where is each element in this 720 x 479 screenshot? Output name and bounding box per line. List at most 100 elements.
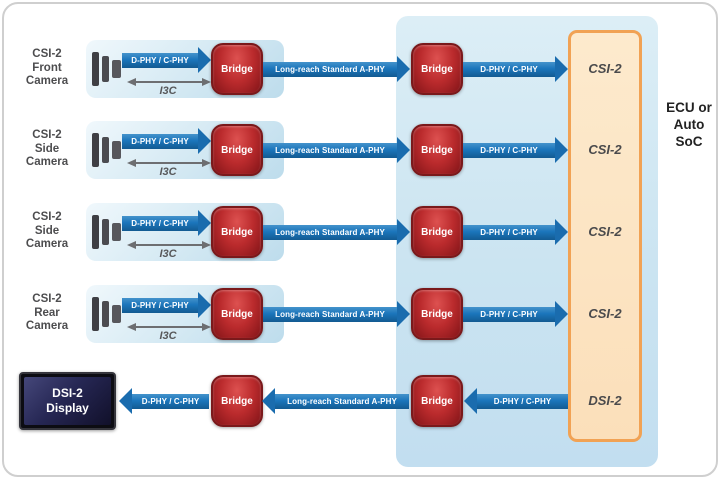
arrow-head-icon bbox=[555, 301, 568, 327]
longreach-aphy-arrow-label: Long-reach Standard A-PHY bbox=[263, 142, 397, 158]
camera-row-rear: CSI-2 Rear Camera D-PHY / C-PHY I3C Brid… bbox=[4, 4, 716, 475]
dphy-cphy-arrow: D-PHY / C-PHY bbox=[463, 219, 568, 245]
bridge-box: Bridge bbox=[411, 375, 463, 427]
row-label-line: Camera bbox=[25, 75, 69, 88]
ecu-label-line: Auto bbox=[673, 116, 705, 132]
arrow-head-icon bbox=[119, 388, 132, 414]
i3c-label: I3C bbox=[159, 330, 177, 342]
row-label-line: Side bbox=[34, 142, 60, 155]
camera-icon bbox=[92, 133, 121, 167]
display-label-line: DSI-2 bbox=[52, 386, 83, 400]
camera-row-label: CSI-2 Side Camera bbox=[8, 129, 86, 170]
dphy-cphy-arrow: D-PHY / C-PHY bbox=[122, 210, 211, 236]
dphy-cphy-arrow-label: D-PHY / C-PHY bbox=[463, 224, 555, 240]
arrow-head-icon bbox=[397, 301, 410, 327]
display-icon: DSI-2 Display bbox=[19, 372, 116, 430]
soc-port-label: DSI-2 bbox=[588, 393, 622, 408]
bridge-box: Bridge bbox=[211, 375, 263, 427]
arrow-head-icon bbox=[397, 219, 410, 245]
arrow-head-icon bbox=[198, 128, 211, 154]
longreach-aphy-arrow-label: Long-reach Standard A-PHY bbox=[263, 224, 397, 240]
dphy-cphy-arrow-label: D-PHY / C-PHY bbox=[463, 61, 555, 77]
arrow-head-icon bbox=[198, 292, 211, 318]
row-label-line: Front bbox=[32, 61, 62, 74]
dphy-cphy-arrow: D-PHY / C-PHY bbox=[122, 128, 211, 154]
arrow-head-icon bbox=[397, 137, 410, 163]
dphy-cphy-arrow: D-PHY / C-PHY bbox=[122, 47, 211, 73]
longreach-aphy-arrow-label: Long-reach Standard A-PHY bbox=[263, 306, 397, 322]
longreach-aphy-arrow-label: Long-reach Standard A-PHY bbox=[263, 61, 397, 77]
i3c-label: I3C bbox=[159, 85, 177, 97]
camera-row-label: CSI-2 Front Camera bbox=[8, 48, 86, 89]
row-label-line: CSI-2 bbox=[32, 129, 62, 141]
camera-row-label: CSI-2 Side Camera bbox=[8, 211, 86, 252]
bridge-box: Bridge bbox=[411, 43, 463, 95]
row-label-line: Rear bbox=[34, 306, 60, 319]
arrow-head-icon bbox=[555, 56, 568, 82]
camera-row-side-1: CSI-2 Side Camera D-PHY / C-PHY I3C Brid… bbox=[4, 4, 716, 475]
arrow-head-icon bbox=[555, 219, 568, 245]
ecu-soc-box bbox=[568, 30, 642, 442]
soc-port-label: CSI-2 bbox=[588, 224, 622, 239]
i3c-arrow-icon bbox=[127, 78, 211, 86]
camera-icon bbox=[92, 52, 121, 86]
i3c-arrow-icon bbox=[127, 323, 211, 331]
arrow-head-icon bbox=[397, 56, 410, 82]
display-row: DSI-2 Display D-PHY / C-PHY Bridge Long-… bbox=[4, 4, 716, 475]
row-label-line: Camera bbox=[25, 238, 69, 251]
bridge-box: Bridge bbox=[411, 206, 463, 258]
longreach-aphy-arrow: Long-reach Standard A-PHY bbox=[263, 301, 410, 327]
bridge-box: Bridge bbox=[211, 124, 263, 176]
dphy-cphy-arrow: D-PHY / C-PHY bbox=[463, 56, 568, 82]
bridge-box: Bridge bbox=[211, 206, 263, 258]
ecu-label-line: ECU or bbox=[666, 100, 712, 115]
soc-port-label: CSI-2 bbox=[588, 61, 622, 76]
i3c-arrow-icon bbox=[127, 159, 211, 167]
arrow-head-icon bbox=[464, 388, 477, 414]
longreach-aphy-arrow: Long-reach Standard A-PHY bbox=[262, 388, 409, 414]
dphy-cphy-arrow-label: D-PHY / C-PHY bbox=[122, 133, 198, 149]
dphy-cphy-arrow-label: D-PHY / C-PHY bbox=[477, 393, 568, 409]
bridge-box: Bridge bbox=[211, 288, 263, 340]
bridge-box: Bridge bbox=[211, 43, 263, 95]
dphy-cphy-arrow: D-PHY / C-PHY bbox=[122, 292, 211, 318]
row-label-line: Camera bbox=[25, 156, 69, 169]
soc-port-label: CSI-2 bbox=[588, 142, 622, 157]
ecu-label-line: SoC bbox=[675, 133, 703, 149]
dphy-cphy-arrow-label: D-PHY / C-PHY bbox=[463, 142, 555, 158]
arrow-head-icon bbox=[198, 210, 211, 236]
dphy-cphy-arrow-label: D-PHY / C-PHY bbox=[463, 306, 555, 322]
bridge-box: Bridge bbox=[411, 124, 463, 176]
row-label-line: CSI-2 bbox=[32, 48, 62, 60]
longreach-aphy-arrow: Long-reach Standard A-PHY bbox=[263, 137, 410, 163]
dphy-cphy-arrow: D-PHY / C-PHY bbox=[464, 388, 568, 414]
ecu-label: ECU or Auto SoC bbox=[658, 100, 716, 151]
arrow-head-icon bbox=[198, 47, 211, 73]
longreach-aphy-arrow: Long-reach Standard A-PHY bbox=[263, 219, 410, 245]
i3c-label: I3C bbox=[159, 166, 177, 178]
camera-row-side-2: CSI-2 Side Camera D-PHY / C-PHY I3C Brid… bbox=[4, 4, 716, 475]
camera-row-front: CSI-2 Front Camera D-PHY / C-PHY I3C Bri… bbox=[4, 4, 716, 475]
soc-port-label: CSI-2 bbox=[588, 306, 622, 321]
camera-icon bbox=[92, 297, 121, 331]
longreach-aphy-arrow-label: Long-reach Standard A-PHY bbox=[275, 393, 409, 409]
dphy-cphy-arrow-label: D-PHY / C-PHY bbox=[132, 393, 209, 409]
arrow-head-icon bbox=[262, 388, 275, 414]
arrow-head-icon bbox=[555, 137, 568, 163]
display-label-line: Display bbox=[46, 401, 89, 415]
display-screen: DSI-2 Display bbox=[24, 377, 111, 425]
camera-icon bbox=[92, 215, 121, 249]
row-label-line: CSI-2 bbox=[32, 211, 62, 223]
i3c-label: I3C bbox=[159, 248, 177, 260]
dphy-cphy-arrow: D-PHY / C-PHY bbox=[119, 388, 209, 414]
camera-row-label: CSI-2 Rear Camera bbox=[8, 293, 86, 334]
dphy-cphy-arrow: D-PHY / C-PHY bbox=[463, 137, 568, 163]
dphy-cphy-arrow-label: D-PHY / C-PHY bbox=[122, 215, 198, 231]
row-label-line: Camera bbox=[25, 320, 69, 333]
row-label-line: CSI-2 bbox=[32, 293, 62, 305]
longreach-aphy-arrow: Long-reach Standard A-PHY bbox=[263, 56, 410, 82]
row-label-line: Side bbox=[34, 224, 60, 237]
bridge-box: Bridge bbox=[411, 288, 463, 340]
i3c-arrow-icon bbox=[127, 241, 211, 249]
